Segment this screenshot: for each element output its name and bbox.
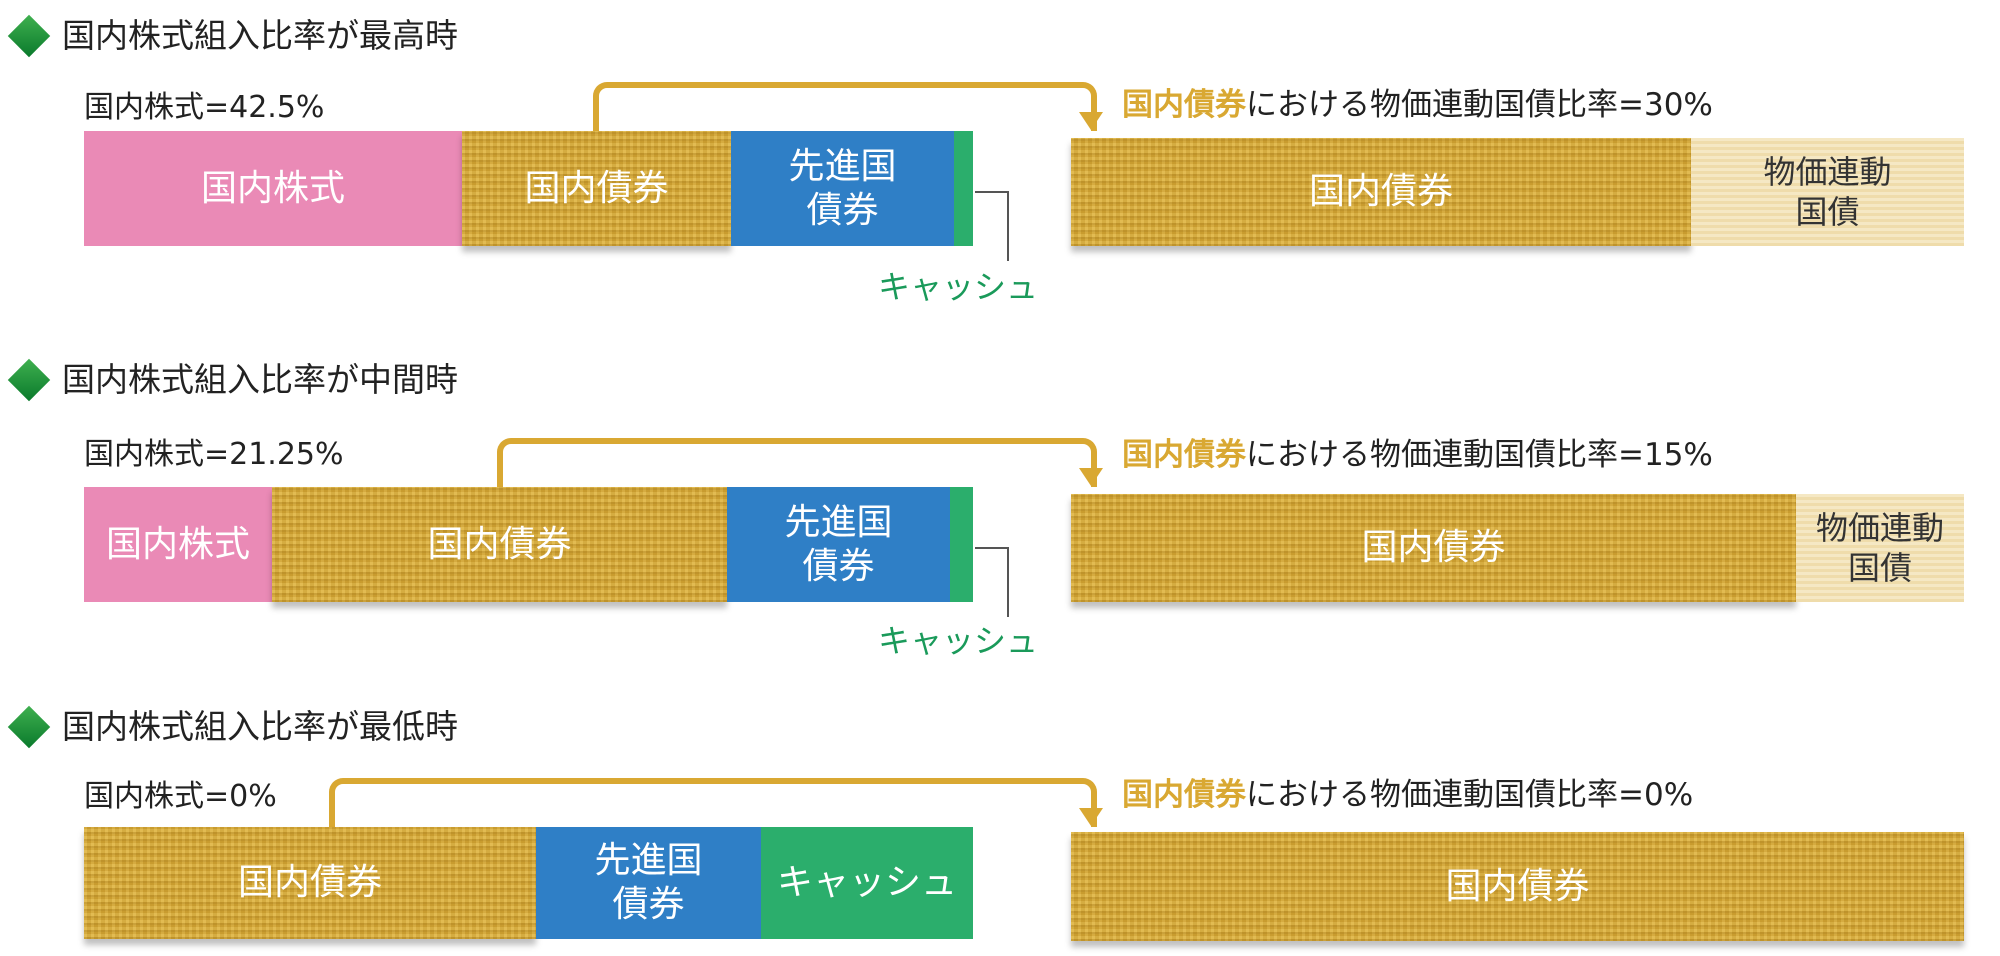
right-title-highlight: 国内債券 (1122, 777, 1246, 813)
arrowhead-icon (1079, 468, 1103, 486)
section-heading: 国内株式組入比率が最低時 (0, 705, 458, 749)
segment-foreign-bond: 先進国 債券 (731, 131, 954, 246)
right-title-rest: における物価連動国債比率=30% (1246, 87, 1713, 123)
right-title-rest: における物価連動国債比率=0% (1246, 777, 1694, 813)
section-heading: 国内株式組入比率が中間時 (0, 358, 458, 402)
equity-ratio-label: 国内株式=42.5% (84, 90, 325, 125)
segment-cash (954, 131, 973, 246)
cash-leader-line (975, 547, 1009, 617)
segment-domestic-bond-right: 国内債券 (1071, 832, 1964, 941)
segment-domestic-bond-right: 国内債券 (1071, 494, 1796, 602)
arrow-connector (329, 778, 1097, 827)
segment-inflation-bond: 物価連動 国債 (1796, 494, 1964, 602)
right-title: 国内債券における物価連動国債比率=0% (1122, 776, 1693, 814)
arrowhead-icon (1079, 112, 1103, 130)
right-title-highlight: 国内債券 (1122, 87, 1246, 123)
right-title: 国内債券における物価連動国債比率=30% (1122, 86, 1713, 124)
segment-domestic-bond: 国内債券 (272, 487, 727, 602)
right-title: 国内債券における物価連動国債比率=15% (1122, 436, 1713, 474)
heading-text: 国内株式組入比率が最高時 (62, 16, 458, 55)
segment-cash: キャッシュ (761, 827, 973, 939)
segment-foreign-bond: 先進国 債券 (727, 487, 950, 602)
cash-label: キャッシュ (878, 268, 1039, 306)
cash-leader-line (975, 191, 1009, 261)
diamond-bullet-icon (7, 705, 51, 749)
segment-equity: 国内株式 (84, 131, 462, 246)
arrow-connector (593, 82, 1097, 131)
section-heading: 国内株式組入比率が最高時 (0, 14, 458, 58)
segment-inflation-bond: 物価連動 国債 (1691, 138, 1964, 246)
segment-domestic-bond: 国内債券 (84, 827, 536, 939)
segment-domestic-bond-right: 国内債券 (1071, 138, 1691, 246)
equity-ratio-label: 国内株式=21.25% (84, 437, 344, 472)
cash-label: キャッシュ (878, 622, 1039, 660)
equity-ratio-label: 国内株式=0% (84, 779, 277, 814)
segment-cash (950, 487, 973, 602)
diamond-bullet-icon (7, 358, 51, 402)
segment-equity: 国内株式 (84, 487, 272, 602)
heading-text: 国内株式組入比率が中間時 (62, 360, 458, 399)
segment-domestic-bond: 国内債券 (462, 131, 731, 246)
diamond-bullet-icon (7, 14, 51, 58)
segment-foreign-bond: 先進国 債券 (536, 827, 761, 939)
arrow-connector (497, 438, 1097, 487)
heading-text: 国内株式組入比率が最低時 (62, 707, 458, 746)
arrowhead-icon (1079, 808, 1103, 826)
right-title-highlight: 国内債券 (1122, 437, 1246, 473)
right-title-rest: における物価連動国債比率=15% (1246, 437, 1713, 473)
